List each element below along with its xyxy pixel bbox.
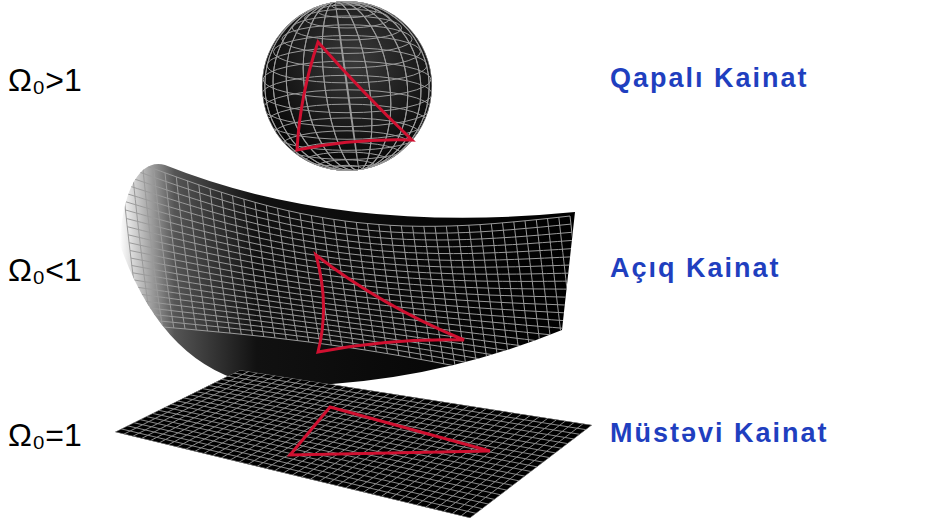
saddle-line <box>130 251 580 306</box>
saddle-line <box>233 196 253 336</box>
saddle-line <box>139 319 589 387</box>
saddle-line <box>491 224 511 378</box>
saddle-line <box>458 226 478 371</box>
saddle-line <box>120 156 570 226</box>
saddle-line <box>536 220 556 388</box>
saddle-line <box>559 217 579 392</box>
longitude-line <box>251 0 443 182</box>
plane-line <box>121 429 476 513</box>
longitude-line <box>254 0 440 182</box>
plane-line <box>140 420 494 500</box>
saddle-line <box>210 189 230 334</box>
saddle-line <box>278 208 298 340</box>
saddle-line <box>188 181 208 331</box>
longitude-line <box>293 0 401 176</box>
saddle-line <box>131 258 581 314</box>
saddle-line <box>345 221 365 350</box>
density-parameter: Ω₀<1 <box>8 253 82 288</box>
saddle-grid <box>120 156 590 395</box>
saddle-surface <box>120 164 575 386</box>
longitude-line <box>254 0 440 182</box>
latitude-line <box>282 25 412 54</box>
latitude-line <box>305 9 390 28</box>
plane-line <box>115 432 470 518</box>
hyperbolic-triangle <box>316 255 464 352</box>
plane-grid <box>115 370 592 518</box>
saddle-line <box>503 223 523 380</box>
plane-line <box>165 407 519 481</box>
longitude-line <box>276 0 419 179</box>
longitude-line <box>293 0 401 176</box>
saddle-line <box>525 221 545 385</box>
density-parameter: Ω₀=1 <box>8 418 82 453</box>
plane-line <box>178 401 532 472</box>
latitude-line <box>263 90 430 127</box>
saddle-line <box>121 165 571 233</box>
plane-line <box>171 404 525 476</box>
spherical-triangle <box>297 42 412 150</box>
saddle-line <box>379 225 399 356</box>
plane-line <box>209 386 562 449</box>
saddle-line <box>221 192 241 334</box>
saddle-line <box>289 211 309 342</box>
saddle-line <box>368 224 388 354</box>
saddle-line <box>140 325 590 395</box>
saddle-line <box>143 165 163 327</box>
saddle-line <box>176 177 196 330</box>
saddle-line <box>266 205 286 339</box>
universe-type: Müstəvi Kainat <box>610 419 829 449</box>
longitude-line <box>276 0 419 179</box>
universe-type: Açıq Kainat <box>610 254 781 284</box>
saddle-line <box>334 219 354 348</box>
saddle-line <box>480 225 500 376</box>
saddle-line <box>129 243 579 298</box>
universe-type: Qapalı Kainat <box>610 64 809 94</box>
saddle-line <box>244 199 264 337</box>
saddle-line <box>165 173 185 329</box>
saddle-line <box>323 218 343 347</box>
density-parameter: Ω₀>1 <box>8 63 82 98</box>
flat-plane <box>115 370 592 518</box>
saddle-line <box>255 202 275 338</box>
saddle-line <box>548 219 568 390</box>
saddle-line <box>390 225 410 357</box>
saddle-line <box>446 226 466 368</box>
saddle-line <box>514 222 534 383</box>
plane-line <box>215 382 568 443</box>
saddle-line <box>122 175 572 240</box>
saddle-line <box>469 225 489 373</box>
plane-line <box>240 370 592 425</box>
saddle-line <box>435 226 455 366</box>
saddle-line <box>570 216 590 395</box>
saddle-line <box>199 185 219 332</box>
saddle-line <box>424 226 444 363</box>
saddle-line <box>154 169 174 328</box>
sphere-grid <box>251 0 443 182</box>
saddle-line <box>300 213 320 343</box>
flat-triangle <box>290 407 490 455</box>
saddle-line <box>120 156 140 325</box>
saddle-line <box>131 160 151 326</box>
